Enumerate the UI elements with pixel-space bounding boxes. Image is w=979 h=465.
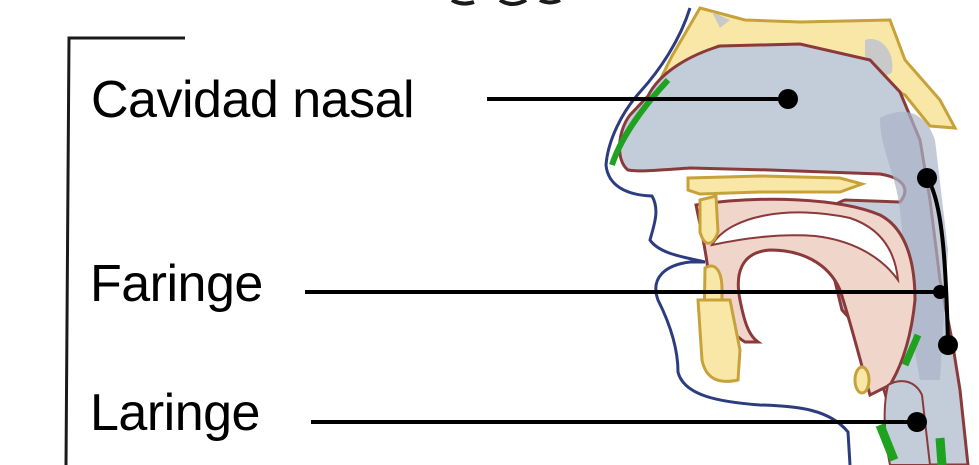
mandible-bone xyxy=(698,300,740,381)
label-nasal-cavity: Cavidad nasal xyxy=(91,74,414,126)
cropped-title-fragment xyxy=(452,0,560,4)
hard-palate-bone xyxy=(688,176,862,194)
nasal-cavity-leader-dot xyxy=(778,89,798,109)
larynx-leader-dot xyxy=(907,412,927,432)
hyoid-bone xyxy=(855,367,869,393)
pharynx-top-dot xyxy=(917,168,937,188)
pharynx-mid-dot xyxy=(933,285,947,299)
label-larynx: Laringe xyxy=(90,387,260,439)
upper-teeth xyxy=(700,196,718,243)
label-pharynx: Faringe xyxy=(90,258,263,310)
pharynx-bottom-dot xyxy=(938,335,958,355)
head-illustration xyxy=(606,8,968,465)
trachea-mucosa xyxy=(940,438,942,465)
